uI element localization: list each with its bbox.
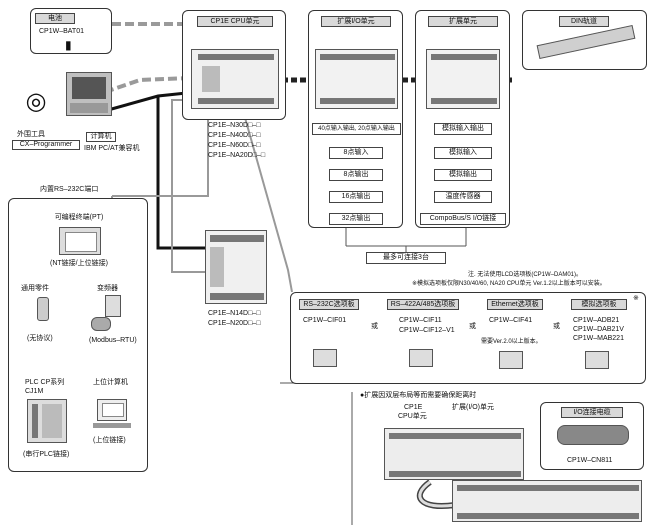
cpu-model-2: CP1E–N40D□–□ <box>208 132 261 139</box>
plc-sub: CJ1M <box>25 388 44 395</box>
battery-model: CP1W–BAT01 <box>39 28 84 35</box>
opt-rs422-title: RS–422A/485选项板 <box>387 299 459 310</box>
host-keyboard-image <box>93 423 131 428</box>
din-rail-image <box>536 24 636 60</box>
io-item-16out: 16点输出 <box>329 191 383 203</box>
io-cable-title: I/O连接电缆 <box>561 407 623 418</box>
general-sub: (无协议) <box>27 335 53 342</box>
rs232-port-label: 内置RS–232C端口 <box>40 186 99 193</box>
opt-analog-model-2: CP1W–DAB21V <box>573 326 624 333</box>
computer-label-1: 计算机 <box>86 132 116 142</box>
opt-ethernet-image <box>499 351 523 369</box>
inverter-image <box>105 295 121 317</box>
cpu-model-3: CP1E–N60D□–□ <box>208 142 261 149</box>
tools-label-2: CX–Programmer <box>12 140 80 150</box>
opt-analog-model-1: CP1W–ADB21 <box>573 317 620 324</box>
tools-label-1: 外围工具 <box>17 131 45 138</box>
opt-analog-title: 模拟选项板 <box>571 299 627 310</box>
ext-item-analog-in: 模拟输入 <box>434 147 492 159</box>
double-bottom-units <box>452 480 642 522</box>
opt-rs232-title: RS–232C选项板 <box>299 299 359 310</box>
laptop-image <box>66 72 112 116</box>
motor-image <box>91 317 111 331</box>
pt-title: 可编程终端(PT) <box>54 214 104 221</box>
opt-rs232-image <box>313 349 337 367</box>
battery-panel: 电池 CP1W–BAT01 ▮ <box>30 8 112 54</box>
din-rail-title: DIN轨道 <box>559 16 609 27</box>
double-cpu-label-1: CP1E <box>404 404 423 411</box>
inverter-sub: (Modbus–RTU) <box>89 337 137 344</box>
inverter-title: 变频器 <box>97 285 118 292</box>
opt-rs422-image <box>409 349 433 367</box>
io-item-8out: 8点输出 <box>329 169 383 181</box>
opt-ethernet-note: 需要Ver.2.0以上版本。 <box>481 339 542 345</box>
opt-or-1: 或 <box>371 323 378 330</box>
opt-analog-image <box>585 351 609 369</box>
ext-item-analog-io: 模拟输入输出 <box>434 123 492 135</box>
note-line-2: ※模拟选项板仅限N30/40/60, NA20 CPU单元 Ver.1.2以上版… <box>412 281 606 287</box>
opt-or-2: 或 <box>469 323 476 330</box>
opt-rs422-model-1: CP1W–CIF11 <box>399 317 442 324</box>
barcode-reader-image <box>37 297 49 321</box>
host-computer-image <box>97 399 127 421</box>
io-cable-model: CP1W–CN811 <box>567 457 613 464</box>
cpu-unit-title: CP1E CPU单元 <box>197 16 273 27</box>
cpu-unit-small-device <box>205 230 267 304</box>
io-item-40-20: 40点输入输出, 20点输入输出 <box>312 123 401 135</box>
opt-analog-mark: ※ <box>633 295 639 302</box>
opt-ethernet-title: Ethernet选项板 <box>487 299 543 310</box>
ext-item-temp: 温度传感器 <box>434 191 492 203</box>
opt-analog-model-3: CP1W–MAB221 <box>573 335 624 342</box>
host-title: 上位计算机 <box>93 379 128 386</box>
plc-link: (串行PLC链接) <box>23 451 70 458</box>
opt-or-3: 或 <box>553 323 560 330</box>
battery-title: 电池 <box>35 13 75 24</box>
option-boards-panel: RS–232C选项板 CP1W–CIF01 或 RS–422A/485选项板 C… <box>290 292 646 384</box>
pt-link: (NT链接/上位链接) <box>50 260 108 267</box>
io-cable-panel: I/O连接电缆 CP1W–CN811 <box>540 402 644 470</box>
cpu2-model-2: CP1E–N20D□–□ <box>208 320 261 327</box>
ext-item-compobus: CompoBus/S I/O链接 <box>420 213 506 225</box>
io-unit-device <box>315 49 398 109</box>
general-title: 通用零件 <box>21 285 49 292</box>
battery-icon: ▮ <box>65 38 72 52</box>
ext-unit-panel: 扩展单元 模拟输入输出 模拟输入 模拟输出 温度传感器 CompoBus/S I… <box>415 10 510 228</box>
note-line-1: 注. 无法使用LCD选项板(CP1W–DAM01)。 <box>468 272 583 278</box>
ext-item-analog-out: 模拟输出 <box>434 169 492 181</box>
opt-rs422-model-2: CP1W–CIF12–V1 <box>399 327 455 334</box>
io-item-8in: 8点输入 <box>329 147 383 159</box>
io-item-32out: 32点输出 <box>329 213 383 225</box>
cpu-model-4: CP1E–NA20D□–□ <box>208 152 266 159</box>
max-connect-label: 最多可连接3台 <box>366 252 446 264</box>
cd-icon: ◎ <box>25 88 47 115</box>
pt-image <box>59 227 101 255</box>
double-ext-label: 扩展(I/O)单元 <box>452 404 494 411</box>
cpu-unit-panel: CP1E CPU单元 <box>182 10 286 120</box>
plc-image <box>27 399 67 443</box>
plc-title: PLC CP系列 <box>25 379 65 386</box>
opt-ethernet-model: CP1W–CIF41 <box>489 317 533 324</box>
host-sub: (上位链接) <box>93 437 126 444</box>
double-heading: ●扩展因双层布局等而需要确保距离时 <box>360 392 477 399</box>
computer-label-2: IBM PC/AT兼容机 <box>84 145 140 152</box>
double-cpu-label-2: CPU单元 <box>398 413 427 420</box>
cpu-model-1: CP1E–N30D□–□ <box>208 122 261 129</box>
io-unit-title: 扩展I/O单元 <box>321 16 391 27</box>
cpu-unit-device <box>191 49 279 109</box>
din-rail-panel: DIN轨道 <box>522 10 647 70</box>
ext-unit-title: 扩展单元 <box>428 16 498 27</box>
cpu2-model-1: CP1E–N14D□–□ <box>208 310 261 317</box>
io-cable-image <box>557 425 629 445</box>
io-unit-panel: 扩展I/O单元 40点输入输出, 20点输入输出 8点输入 8点输出 16点输出… <box>308 10 403 228</box>
rs232-devices-panel: 可编程终端(PT) (NT链接/上位链接) 通用零件 (无协议) 变频器 (Mo… <box>8 198 148 472</box>
opt-rs232-model: CP1W–CIF01 <box>303 317 347 324</box>
double-top-units <box>384 428 524 480</box>
ext-unit-device <box>426 49 500 109</box>
